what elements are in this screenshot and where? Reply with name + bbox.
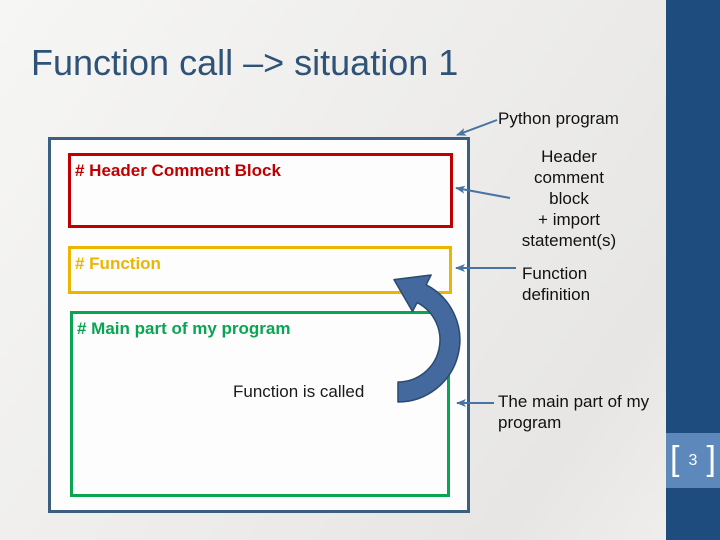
function-call-text: Function is called xyxy=(233,382,365,401)
label-main-note: The main part of my program xyxy=(498,392,650,432)
label-python-program: Python program xyxy=(498,109,619,128)
connector-python-program xyxy=(456,119,498,136)
bracket-left-icon: [ xyxy=(670,439,680,478)
main-program-label: # Main part of my program xyxy=(77,319,291,338)
header-comment-box: # Header Comment Block xyxy=(68,153,453,228)
page-number: 3 xyxy=(688,451,698,469)
function-label: # Function xyxy=(75,254,161,273)
label-header-note: Header comment block + import statement(… xyxy=(521,147,617,250)
slide-title: Function call –> situation 1 xyxy=(31,42,459,83)
python-program-box: # Header Comment Block # Function # Main… xyxy=(48,137,470,513)
bracket-right-icon: ] xyxy=(706,439,716,478)
label-function-note: Function definition xyxy=(522,264,591,304)
page-number-badge: [ 3 ] xyxy=(666,433,720,488)
main-program-box: # Main part of my program Function is ca… xyxy=(70,311,450,497)
header-comment-label: # Header Comment Block xyxy=(75,161,281,180)
right-accent-bar: [ 3 ] xyxy=(666,0,720,540)
function-box: # Function xyxy=(68,246,452,294)
